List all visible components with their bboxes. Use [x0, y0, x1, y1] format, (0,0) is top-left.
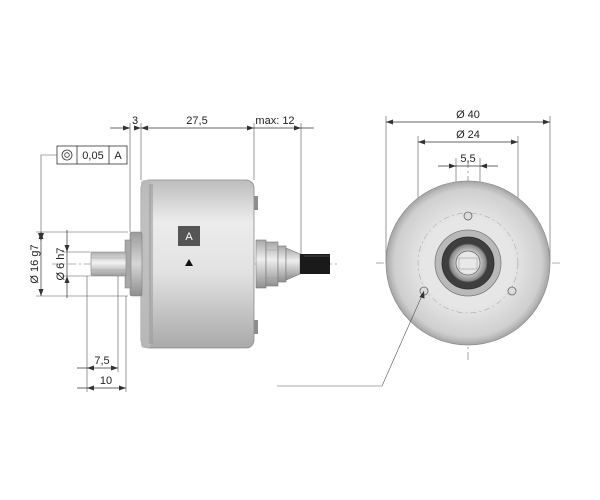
tolerance-datum: A — [114, 150, 122, 162]
dim-d6-h7: Ø 6 h7 — [55, 247, 67, 280]
front-view: Ø 40 Ø 24 5,5 — [277, 109, 562, 387]
datum-box — [178, 226, 200, 246]
dim-max-12: max: 12 — [255, 115, 294, 127]
dim-d24: Ø 24 — [456, 129, 480, 141]
shaft — [90, 251, 127, 277]
datum-triangle-icon — [185, 259, 193, 266]
tolerance-frame: 0,05 A — [38, 145, 128, 241]
concentricity-icon — [61, 149, 73, 161]
encoder-housing — [140, 179, 255, 349]
leader-line — [277, 290, 425, 387]
shaft-end — [455, 250, 481, 276]
dim-10: 10 — [100, 375, 112, 387]
dim-d16-g7: Ø 16 g7 — [29, 244, 41, 283]
dim-5-5: 5,5 — [460, 153, 475, 165]
side-view: 3 27,5 max: 12 A — [29, 115, 340, 392]
dim-7-5: 7,5 — [94, 355, 109, 367]
dim-d40: Ø 40 — [456, 109, 480, 121]
datum-label: A — [185, 231, 193, 243]
mounting-flange — [129, 231, 143, 297]
dim-27-5: 27,5 — [186, 115, 207, 127]
dim-3: 3 — [132, 115, 138, 127]
cable-gland — [255, 239, 301, 289]
top-dimension-lines — [110, 125, 314, 131]
cable — [300, 254, 330, 274]
tolerance-value: 0,05 — [82, 150, 103, 162]
